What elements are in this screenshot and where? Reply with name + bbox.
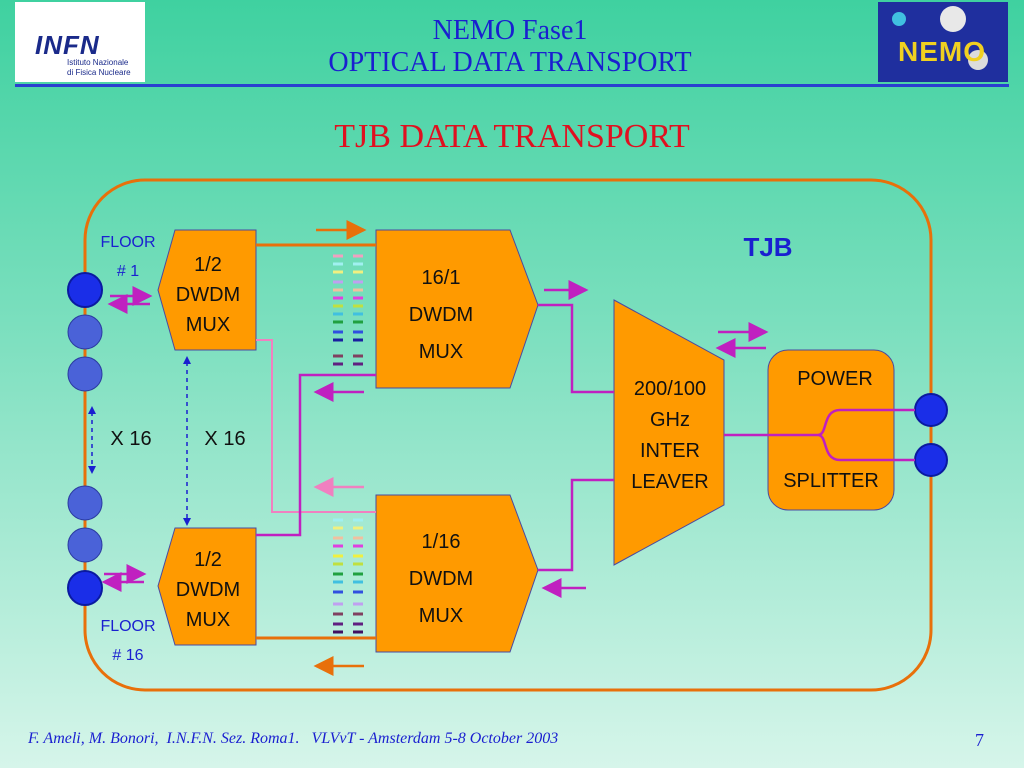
mux-top-line1: 1/2	[194, 254, 222, 276]
wavelength-dashes-top	[333, 254, 363, 366]
floor-node-14	[67, 485, 103, 521]
tjb-label: TJB	[743, 232, 793, 262]
wavelength-dashes-bottom	[333, 518, 363, 634]
floor-node-3	[67, 356, 103, 392]
interleaver-line4: LEAVER	[631, 471, 709, 493]
header-title-line1: NEMO Fase1	[432, 15, 588, 46]
floor16-node	[67, 570, 103, 606]
output-node-1	[914, 393, 948, 427]
interleaver-label: 200/100 GHz INTER LEAVER	[612, 374, 728, 498]
nemo-logo-text: NEMO	[898, 36, 986, 67]
dwdm-bottom-line3: MUX	[418, 605, 464, 627]
floor16-label-line2: # 16	[112, 647, 144, 664]
fiber-pink-top	[256, 339, 376, 513]
mux-bottom-line1: 1/2	[194, 549, 222, 571]
interleaver-line2: GHz	[650, 409, 690, 431]
mux-top-line3: MUX	[185, 314, 231, 336]
page-number: 7	[975, 730, 984, 750]
header-divider	[15, 84, 1009, 87]
mux-top-label: 1/2 DWDM MUX	[160, 250, 256, 340]
power-splitter	[767, 349, 895, 511]
splitter-label-bottom: SPLITTER	[783, 470, 879, 492]
infn-logo-subtext-1: Istituto Nazionale	[67, 58, 129, 67]
dwdm-top-line2: DWDM	[408, 304, 474, 326]
floor-node-15	[67, 527, 103, 563]
fiber-bottom-to-interleaver	[538, 478, 614, 572]
mux-top-line2: DWDM	[175, 284, 241, 306]
floor1-label-line1: FLOOR	[100, 234, 156, 251]
floor1-label-line2: # 1	[116, 263, 140, 280]
dwdm-mux-bottom	[375, 494, 539, 653]
mux-bottom-line2: DWDM	[175, 579, 241, 601]
fiber-splitter-branch	[817, 408, 915, 462]
interleaver-line3: INTER	[640, 440, 700, 462]
fiber-top-to-interleaver	[538, 303, 614, 394]
tjb-frame	[83, 178, 933, 692]
mux-bottom-line3: MUX	[185, 609, 231, 631]
dwdm-top-line1: 16/1	[421, 267, 461, 289]
dwdm-bottom-label: 1/16 DWDM MUX	[376, 524, 506, 635]
slide-title: TJB DATA TRANSPORT	[334, 118, 690, 155]
output-node-2	[914, 443, 948, 477]
infn-logo-text: INFN	[35, 30, 100, 60]
floor1-node	[67, 272, 103, 308]
infn-logo-subtext-2: di Fisica Nucleare	[67, 68, 131, 77]
nemo-logo: NEMO	[878, 2, 1008, 82]
interleaver	[613, 299, 725, 566]
mux-bottom	[157, 527, 257, 646]
mux-bottom-label: 1/2 DWDM MUX	[160, 545, 256, 635]
dwdm-mux-top	[375, 229, 539, 389]
infn-logo: INFN Istituto Nazionale di Fisica Nuclea…	[15, 2, 145, 82]
header-title-line2: OPTICAL DATA TRANSPORT	[328, 47, 692, 78]
mux-top	[157, 229, 257, 351]
dwdm-bottom-line1: 1/16	[421, 531, 461, 553]
splitter-label-top: POWER	[797, 368, 873, 390]
dwdm-top-line3: MUX	[418, 341, 464, 363]
dwdm-bottom-line2: DWDM	[408, 568, 474, 590]
dwdm-top-label: 16/1 DWDM MUX	[376, 260, 506, 371]
multiplier-left: X 16	[110, 428, 152, 450]
fiber-magenta-bottom	[256, 373, 376, 537]
floor16-label-line1: FLOOR	[100, 618, 156, 635]
multiplier-mid: X 16	[204, 428, 246, 450]
footer-text: F. Ameli, M. Bonori, I.N.F.N. Sez. Roma1…	[28, 730, 559, 747]
interleaver-line1: 200/100	[633, 378, 707, 400]
floor-node-2	[67, 314, 103, 350]
